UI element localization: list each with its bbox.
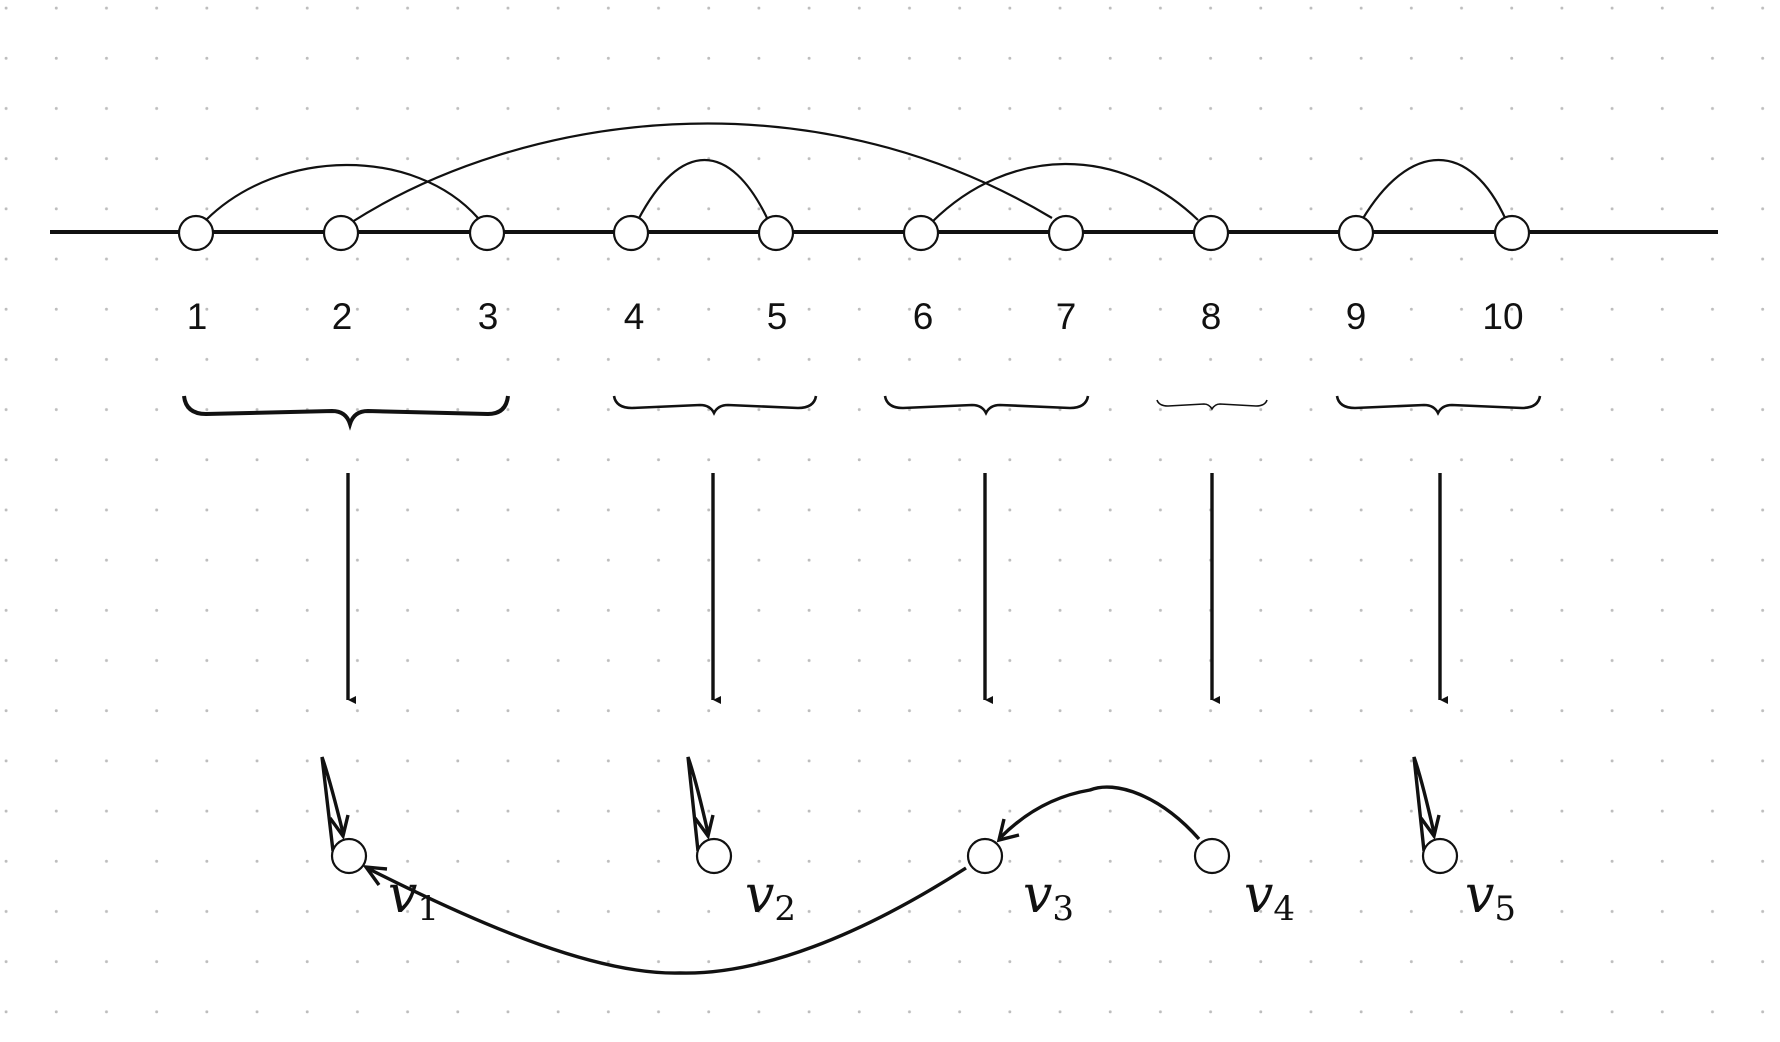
self-loop-v5-head [1419, 814, 1441, 841]
edge-v4-to-v3-head [996, 818, 1020, 843]
graph-edges [320, 756, 1441, 975]
position-label-8: 8 [1201, 296, 1222, 337]
position-node-10 [1493, 214, 1531, 252]
underbrace-group-5 [1335, 395, 1542, 416]
arc-9-10 [1361, 158, 1508, 221]
vertex-label-v3-subscript: 3 [1052, 889, 1074, 929]
vertex-label-v1-subscript: 1 [417, 889, 439, 929]
position-node-3 [468, 214, 506, 252]
vertex-v2 [695, 837, 733, 875]
self-loop-v2 [686, 756, 710, 852]
underbrace-group-3 [883, 395, 1090, 416]
vertex-label-v2-subscript: 2 [774, 889, 796, 929]
vertex-v4 [1193, 837, 1231, 875]
position-label-9: 9 [1346, 296, 1367, 337]
vertex-label-v2: v2 [745, 865, 796, 929]
mapping-arrows [346, 473, 1448, 704]
position-label-3: 3 [478, 296, 499, 337]
arc-6-8 [931, 163, 1199, 223]
position-node-5 [757, 214, 795, 252]
position-node-6 [902, 214, 940, 252]
position-arcs [205, 122, 1508, 223]
vertex-label-v3-symbol: v [1023, 865, 1052, 925]
self-loop-v5 [1412, 756, 1436, 852]
vertex-v3 [966, 837, 1004, 875]
underbrace-group-4 [1156, 399, 1268, 411]
position-node-4 [612, 214, 650, 252]
self-loop-v2-head [693, 814, 715, 841]
vertex-label-v5: v5 [1465, 865, 1516, 929]
position-node-2 [322, 214, 360, 252]
arc-2-7 [351, 122, 1053, 223]
position-nodes [177, 214, 1531, 252]
vertex-labels: v1 v2 v3 v4 v5 [388, 865, 1516, 929]
position-label-6: 6 [913, 296, 934, 337]
position-node-7 [1047, 214, 1085, 252]
arc-1-3 [205, 164, 479, 221]
position-node-1 [177, 214, 215, 252]
self-loop-v1-head [328, 814, 350, 841]
position-node-8 [1192, 214, 1230, 252]
vertex-v5 [1421, 837, 1459, 875]
vertex-label-v4: v4 [1244, 865, 1295, 929]
vertex-label-v5-subscript: 5 [1494, 889, 1516, 929]
position-label-2: 2 [332, 296, 353, 337]
edge-v4-to-v3 [999, 785, 1201, 841]
self-loop-v1 [320, 756, 345, 852]
underbrace-group-2 [612, 395, 818, 416]
vertex-label-v3: v3 [1023, 865, 1074, 929]
position-label-1: 1 [187, 296, 208, 337]
edge-v3-to-v1-head [362, 864, 388, 886]
vertex-label-v1: v1 [388, 865, 439, 929]
underbrace-group-1 [182, 395, 510, 431]
position-label-5: 5 [767, 296, 788, 337]
vertex-label-v4-symbol: v [1244, 865, 1273, 925]
vertex-v1 [330, 837, 368, 875]
arc-4-5 [637, 158, 769, 221]
vertex-label-v4-subscript: 4 [1273, 889, 1295, 929]
vertex-label-v1-symbol: v [388, 865, 417, 925]
position-node-9 [1337, 214, 1375, 252]
graph-vertices [330, 837, 1459, 875]
edge-v3-to-v1 [366, 866, 967, 975]
position-label-4: 4 [624, 296, 645, 337]
position-label-7: 7 [1056, 296, 1077, 337]
position-labels: 1 2 3 4 5 6 7 8 9 10 [187, 296, 1524, 337]
vertex-label-v2-symbol: v [745, 865, 774, 925]
position-label-10: 10 [1482, 296, 1523, 337]
group-braces [182, 395, 1542, 431]
vertex-label-v5-symbol: v [1465, 865, 1494, 925]
